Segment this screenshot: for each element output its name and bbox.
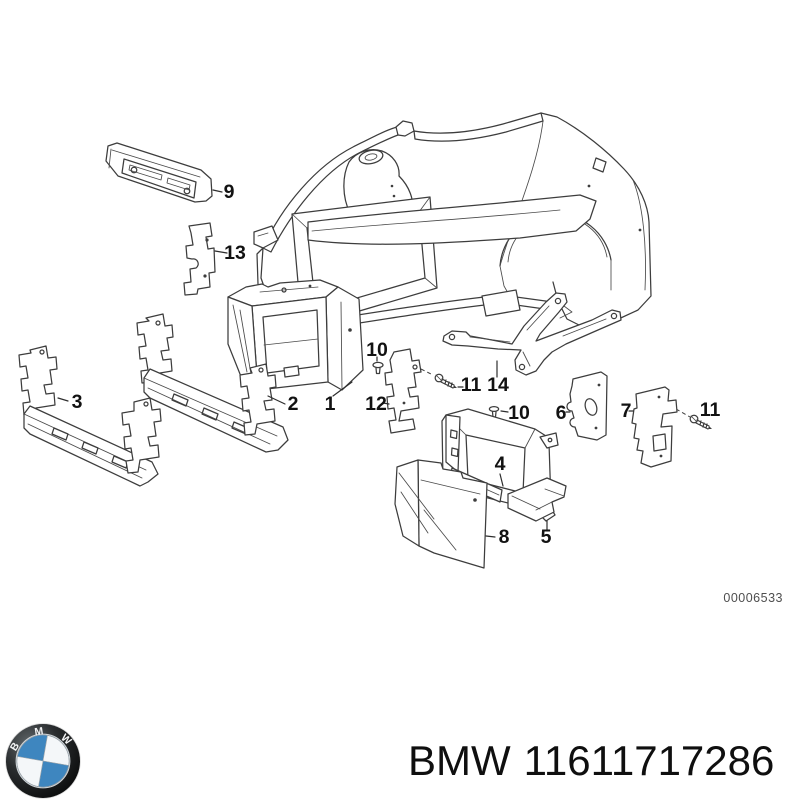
callout-14: 14 — [487, 374, 509, 396]
logo-quadrant-white-bl — [16, 756, 44, 787]
part-3-drawing — [18, 345, 162, 487]
callout-9: 9 — [224, 181, 235, 203]
callout-11-left: 11 — [461, 374, 482, 396]
part-1-drawing — [227, 279, 364, 391]
callout-11-right: 11 — [700, 399, 721, 421]
leader-lines — [57, 189, 634, 538]
body-front-panel-drawing — [253, 112, 652, 333]
callout-5: 5 — [541, 526, 552, 548]
part-5-drawing — [507, 477, 567, 522]
callout-4: 4 — [495, 453, 506, 475]
part-2-drawing — [136, 313, 289, 453]
callout-2: 2 — [288, 393, 299, 415]
callout-1: 1 — [325, 393, 336, 415]
callout-12: 12 — [365, 393, 387, 415]
callout-7: 7 — [621, 400, 632, 422]
footer-part-number: BMW 11611717286 — [408, 737, 774, 784]
callout-3: 3 — [72, 391, 83, 413]
bmw-logo-icon: B M W — [5, 723, 81, 799]
logo-quadrant-blue-tl — [17, 734, 48, 762]
part-12-drawing — [384, 348, 422, 434]
footer-number: 11611717286 — [524, 737, 775, 784]
logo-quadrant-blue-br — [38, 760, 69, 788]
part-6-drawing — [566, 371, 608, 441]
callout-10-right: 10 — [508, 402, 530, 424]
part-11-screw-right-drawing — [675, 408, 712, 430]
logo-letter-m: M — [34, 725, 45, 738]
part-11-screw-left-drawing — [420, 368, 457, 389]
exploded-view-drawing — [18, 112, 712, 569]
part-7-drawing — [631, 386, 678, 468]
callout-labels: 9 13 3 2 1 12 10 11 14 10 6 7 11 4 5 8 — [72, 181, 721, 548]
part-8-drawing — [394, 459, 488, 569]
part-13-drawing — [183, 222, 216, 296]
part-10-clip-left-drawing — [372, 361, 384, 375]
callout-10-left: 10 — [366, 339, 388, 361]
footer-brand: BMW — [408, 737, 511, 784]
footer: B M W BMW 11611717286 — [5, 723, 774, 799]
logo-quadrant-white-tr — [42, 735, 70, 766]
callout-13: 13 — [224, 242, 246, 264]
part-9-drawing — [105, 142, 213, 203]
callout-8: 8 — [499, 526, 510, 548]
part-14-drawing — [442, 292, 622, 376]
catalog-code: 00006533 — [723, 591, 783, 605]
logo-quadrants — [16, 734, 70, 788]
logo-inner-rim — [15, 733, 71, 789]
callout-6: 6 — [556, 402, 567, 424]
